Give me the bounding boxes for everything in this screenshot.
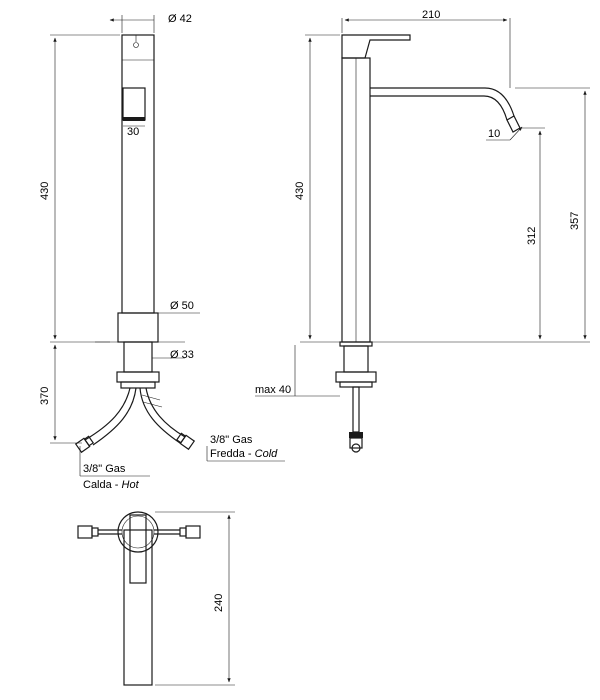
front-shank-diameter-label: Ø 33 (170, 349, 194, 361)
front-top-diameter-label: Ø 42 (168, 13, 192, 25)
front-lever-width-label: 30 (127, 126, 139, 138)
side-shank (343, 345, 369, 373)
front-shank (123, 341, 153, 373)
side-aerator (506, 115, 521, 133)
side-spout-height-label: 312 (526, 227, 538, 245)
hot-size-label: 3/8" Gas (83, 463, 126, 475)
front-nut (116, 371, 160, 383)
front-view: Ø 42 30 430 Ø 50 Ø 33 (39, 13, 285, 491)
front-base (117, 312, 159, 343)
side-view: 210 10 312 357 430 (255, 9, 590, 453)
side-reach-label: 210 (422, 9, 440, 21)
hot-fitting (74, 435, 95, 454)
top-spout (123, 529, 153, 686)
hose-length-label: 370 (39, 387, 51, 405)
top-cold-fitting (185, 525, 201, 539)
side-lever (341, 34, 411, 59)
top-view: 240 (77, 511, 235, 686)
front-top-hole (133, 42, 139, 48)
cold-size-label: 3/8" Gas (210, 434, 253, 446)
side-height-label: 430 (294, 182, 306, 200)
front-body (121, 34, 155, 314)
front-base-diameter-label: Ø 50 (170, 300, 194, 312)
cold-hose (145, 387, 186, 438)
hot-hose (84, 387, 131, 441)
top-base-circle (117, 511, 159, 553)
top-depth-label: 240 (213, 594, 225, 612)
side-total-height-label: 357 (569, 212, 581, 230)
top-hot-fitting (77, 525, 93, 539)
cold-fitting (175, 432, 196, 451)
side-pipe (352, 386, 360, 433)
front-lever (122, 87, 146, 121)
side-nut (335, 371, 377, 383)
cold-label: Fredda - Cold (210, 448, 278, 460)
hot-label: Calda - Hot (83, 479, 140, 491)
side-spout (370, 87, 515, 117)
side-tip-label: 10 (488, 128, 500, 140)
front-height-label: 430 (39, 182, 51, 200)
side-max-deck-label: max 40 (255, 384, 291, 396)
top-lever (129, 514, 147, 584)
